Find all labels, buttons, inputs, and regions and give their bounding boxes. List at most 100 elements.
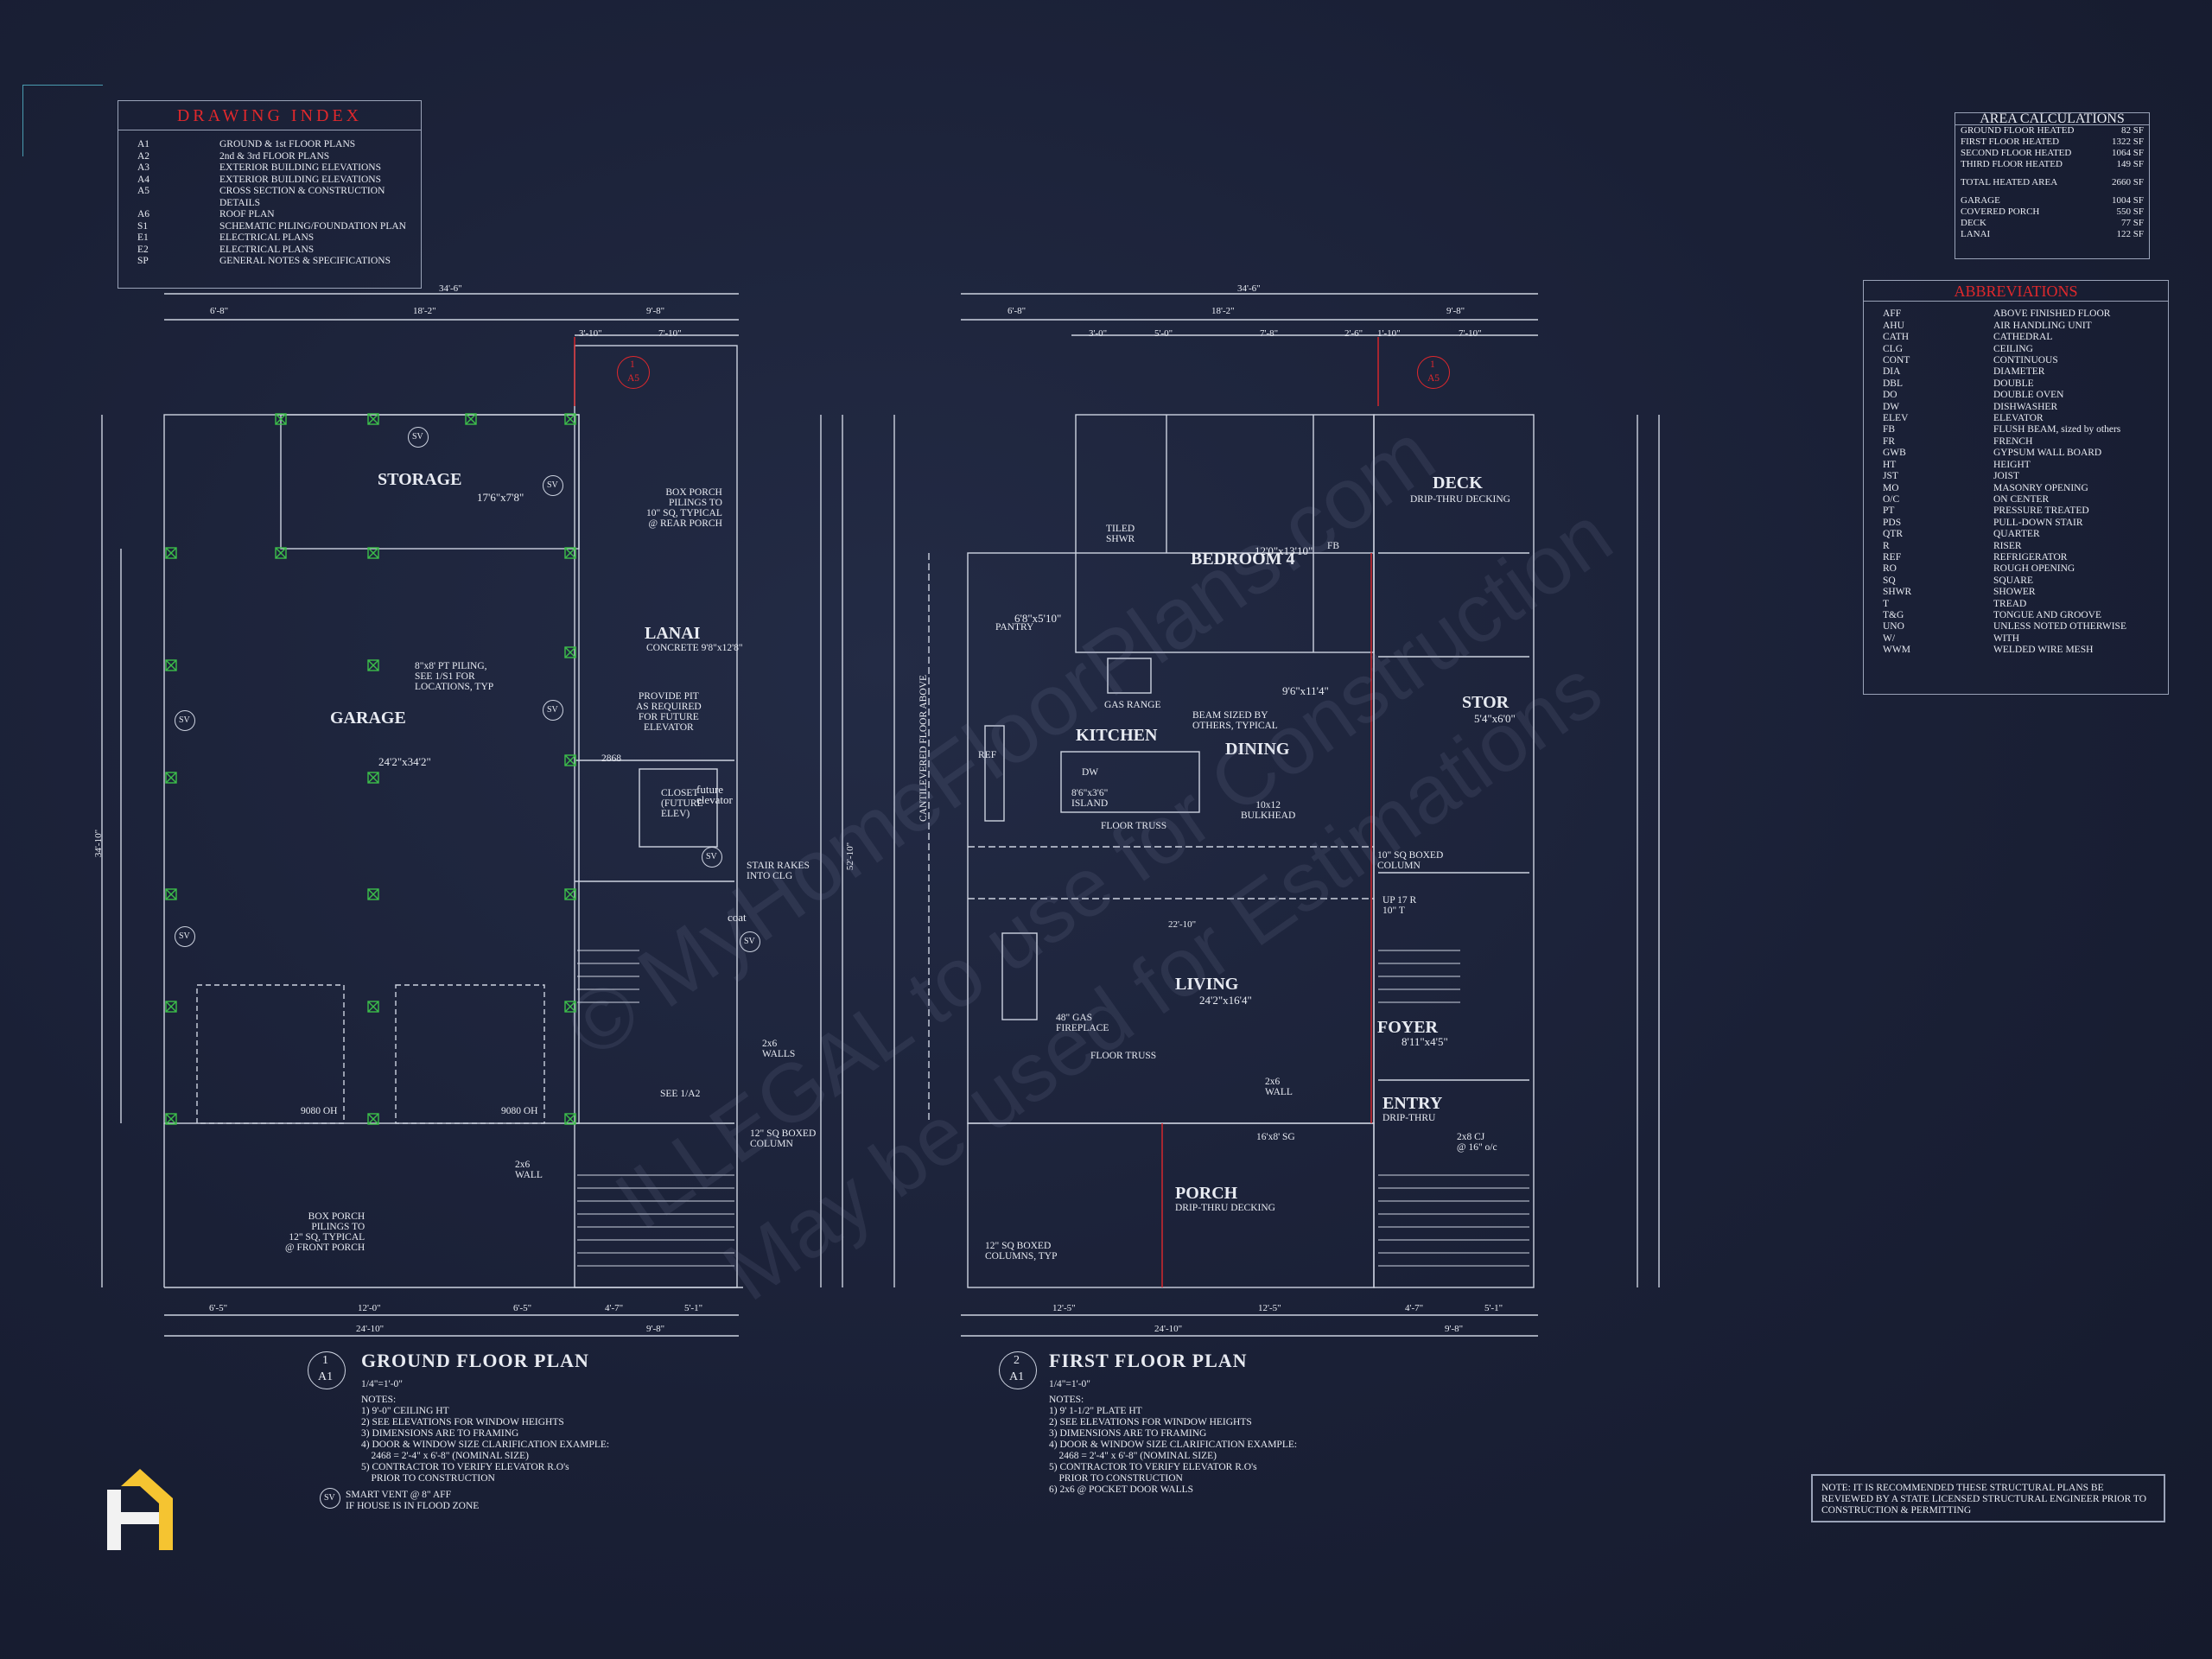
abbreviation-key: WWM — [1883, 645, 1910, 656]
area-value: 550 SF — [2116, 207, 2145, 217]
abbreviation-key: DO — [1883, 390, 1897, 401]
abbreviation-key: DIA — [1883, 366, 1901, 378]
note-stair: STAIR RAKES INTO CLG — [747, 861, 810, 881]
room-stor: STOR — [1462, 693, 1510, 712]
area-value: 1322 SF — [2112, 137, 2144, 147]
abbreviation-key: SHWR — [1883, 587, 1912, 598]
smart-vent-icon: SV — [175, 710, 195, 731]
garage-door-2: 9080 OH — [501, 1106, 538, 1116]
garage-door-1: 9080 OH — [301, 1106, 338, 1116]
note-box-porch-front: BOX PORCH PILINGS TO 12" SQ, TYPICAL @ F… — [285, 1211, 365, 1253]
abbreviation-value: ABOVE FINISHED FLOOR — [1993, 308, 2111, 320]
dim-ground-total: 34'-6" — [439, 283, 462, 294]
piling-marker — [367, 413, 379, 425]
room-deck-sub: DRIP-THRU DECKING — [1410, 494, 1510, 505]
note-closet: CLOSET (FUTURE ELEV) — [661, 788, 703, 819]
dim-first-j: 12'-5" — [1052, 1303, 1076, 1313]
room-lanai: LANAI — [645, 624, 701, 643]
label-shower: TILED SHWR — [1106, 524, 1135, 544]
first-floor-right-outline — [1373, 414, 1535, 1288]
dim-ground-a: 6'-8" — [210, 306, 229, 316]
abbreviation-value: CONTINUOUS — [1993, 355, 2058, 366]
piling-marker — [165, 772, 177, 784]
area-calculations-title: AREA CALCULATIONS — [1955, 112, 2149, 126]
abbreviation-key: ELEV — [1883, 413, 1909, 424]
abbreviation-key: T — [1883, 598, 1890, 609]
ground-plan-notes: NOTES: 1) 9'-0" CEILING HT 2) SEE ELEVAT… — [361, 1395, 610, 1484]
piling-marker — [367, 772, 379, 784]
abbreviation-value: SHOWER — [1993, 587, 2036, 598]
note-walls: 2x6 WALLS — [762, 1039, 796, 1059]
drawing-index-desc: ROOF PLAN — [219, 209, 275, 219]
section-marker-ground — [617, 356, 650, 389]
storage-outline — [280, 414, 580, 550]
drawing-index-desc: 2nd & 3rd FLOOR PLANS — [219, 150, 330, 162]
abbreviation-row: R RISER — [1864, 541, 2168, 552]
drawing-index-title: DRAWING INDEX — [118, 106, 421, 130]
abbreviation-value: FRENCH — [1993, 435, 2033, 447]
label-floor-truss: FLOOR TRUSS — [1101, 821, 1167, 831]
abbreviation-key: QTR — [1883, 529, 1903, 540]
room-dining: DINING — [1225, 740, 1290, 759]
dim-ground-left: 34'-10" — [93, 829, 105, 858]
garage-outline — [163, 414, 580, 1124]
label-dw: DW — [1082, 767, 1099, 778]
dim-first-h: 1'-10" — [1377, 328, 1401, 339]
abbreviation-row: GWB GYPSUM WALL BOARD — [1864, 448, 2168, 459]
room-stor-size: 5'4"x6'0" — [1474, 712, 1516, 725]
smart-vent-icon: SV — [408, 427, 429, 448]
area-label: DECK — [1961, 218, 1986, 228]
drawing-index-code: S1 — [137, 220, 149, 232]
dim-ground-g: 12'-0" — [358, 1303, 381, 1313]
room-lanai-size: CONCRETE 9'8"x12'8" — [646, 643, 743, 653]
room-garage: GARAGE — [330, 709, 406, 728]
smart-vent-icon: SV — [740, 931, 760, 952]
dim-first-k: 12'-5" — [1258, 1303, 1281, 1313]
dim-first-i: 7'-10" — [1459, 328, 1482, 339]
smart-vent-label: SV — [706, 852, 717, 861]
section-marker-first-num: 1 — [1430, 359, 1435, 370]
label-cj: 2x8 CJ @ 16" o/c — [1457, 1132, 1497, 1153]
area-label: TOTAL HEATED AREA — [1961, 177, 2058, 188]
room-porch-sub: DRIP-THRU DECKING — [1175, 1203, 1275, 1213]
drawing-index-desc: ELECTRICAL PLANS — [219, 232, 315, 243]
abbreviation-value: ON CENTER — [1993, 493, 2050, 505]
piling-marker — [275, 413, 287, 425]
dim-first-b: 18'-2" — [1211, 306, 1235, 316]
abbreviation-value: GYPSUM WALL BOARD — [1993, 448, 2102, 459]
smart-vent-label: SV — [744, 937, 755, 946]
abbreviation-value: PULL-DOWN STAIR — [1993, 517, 2083, 528]
smart-vent-icon: SV — [175, 926, 195, 947]
room-deck: DECK — [1433, 474, 1483, 493]
section-marker-first-sheet: A5 — [1427, 373, 1440, 384]
abbreviation-key: R — [1883, 540, 1890, 551]
area-label: THIRD FLOOR HEATED — [1961, 159, 2063, 169]
abbreviation-key: GWB — [1883, 448, 1906, 459]
room-bedroom-4-size: 12'0"x13'10" — [1255, 544, 1313, 557]
abbreviation-value: MASONRY OPENING — [1993, 482, 2088, 493]
abbreviation-key: PT — [1883, 505, 1895, 517]
abbreviation-value: RISER — [1993, 540, 2022, 551]
drawing-index-code: A6 — [137, 209, 150, 219]
area-value: 2660 SF — [2112, 177, 2144, 188]
abbreviation-key: T&G — [1883, 609, 1904, 620]
smart-vent-legend-symbol: SV — [324, 1493, 335, 1503]
dim-first-d: 3'-0" — [1089, 328, 1108, 339]
company-logo — [107, 1469, 173, 1550]
piling-marker — [165, 1001, 177, 1013]
abbreviation-value: UNLESS NOTED OTHERWISE — [1993, 621, 2126, 632]
first-plan-scale: 1/4"=1'-0" — [1049, 1379, 1090, 1389]
